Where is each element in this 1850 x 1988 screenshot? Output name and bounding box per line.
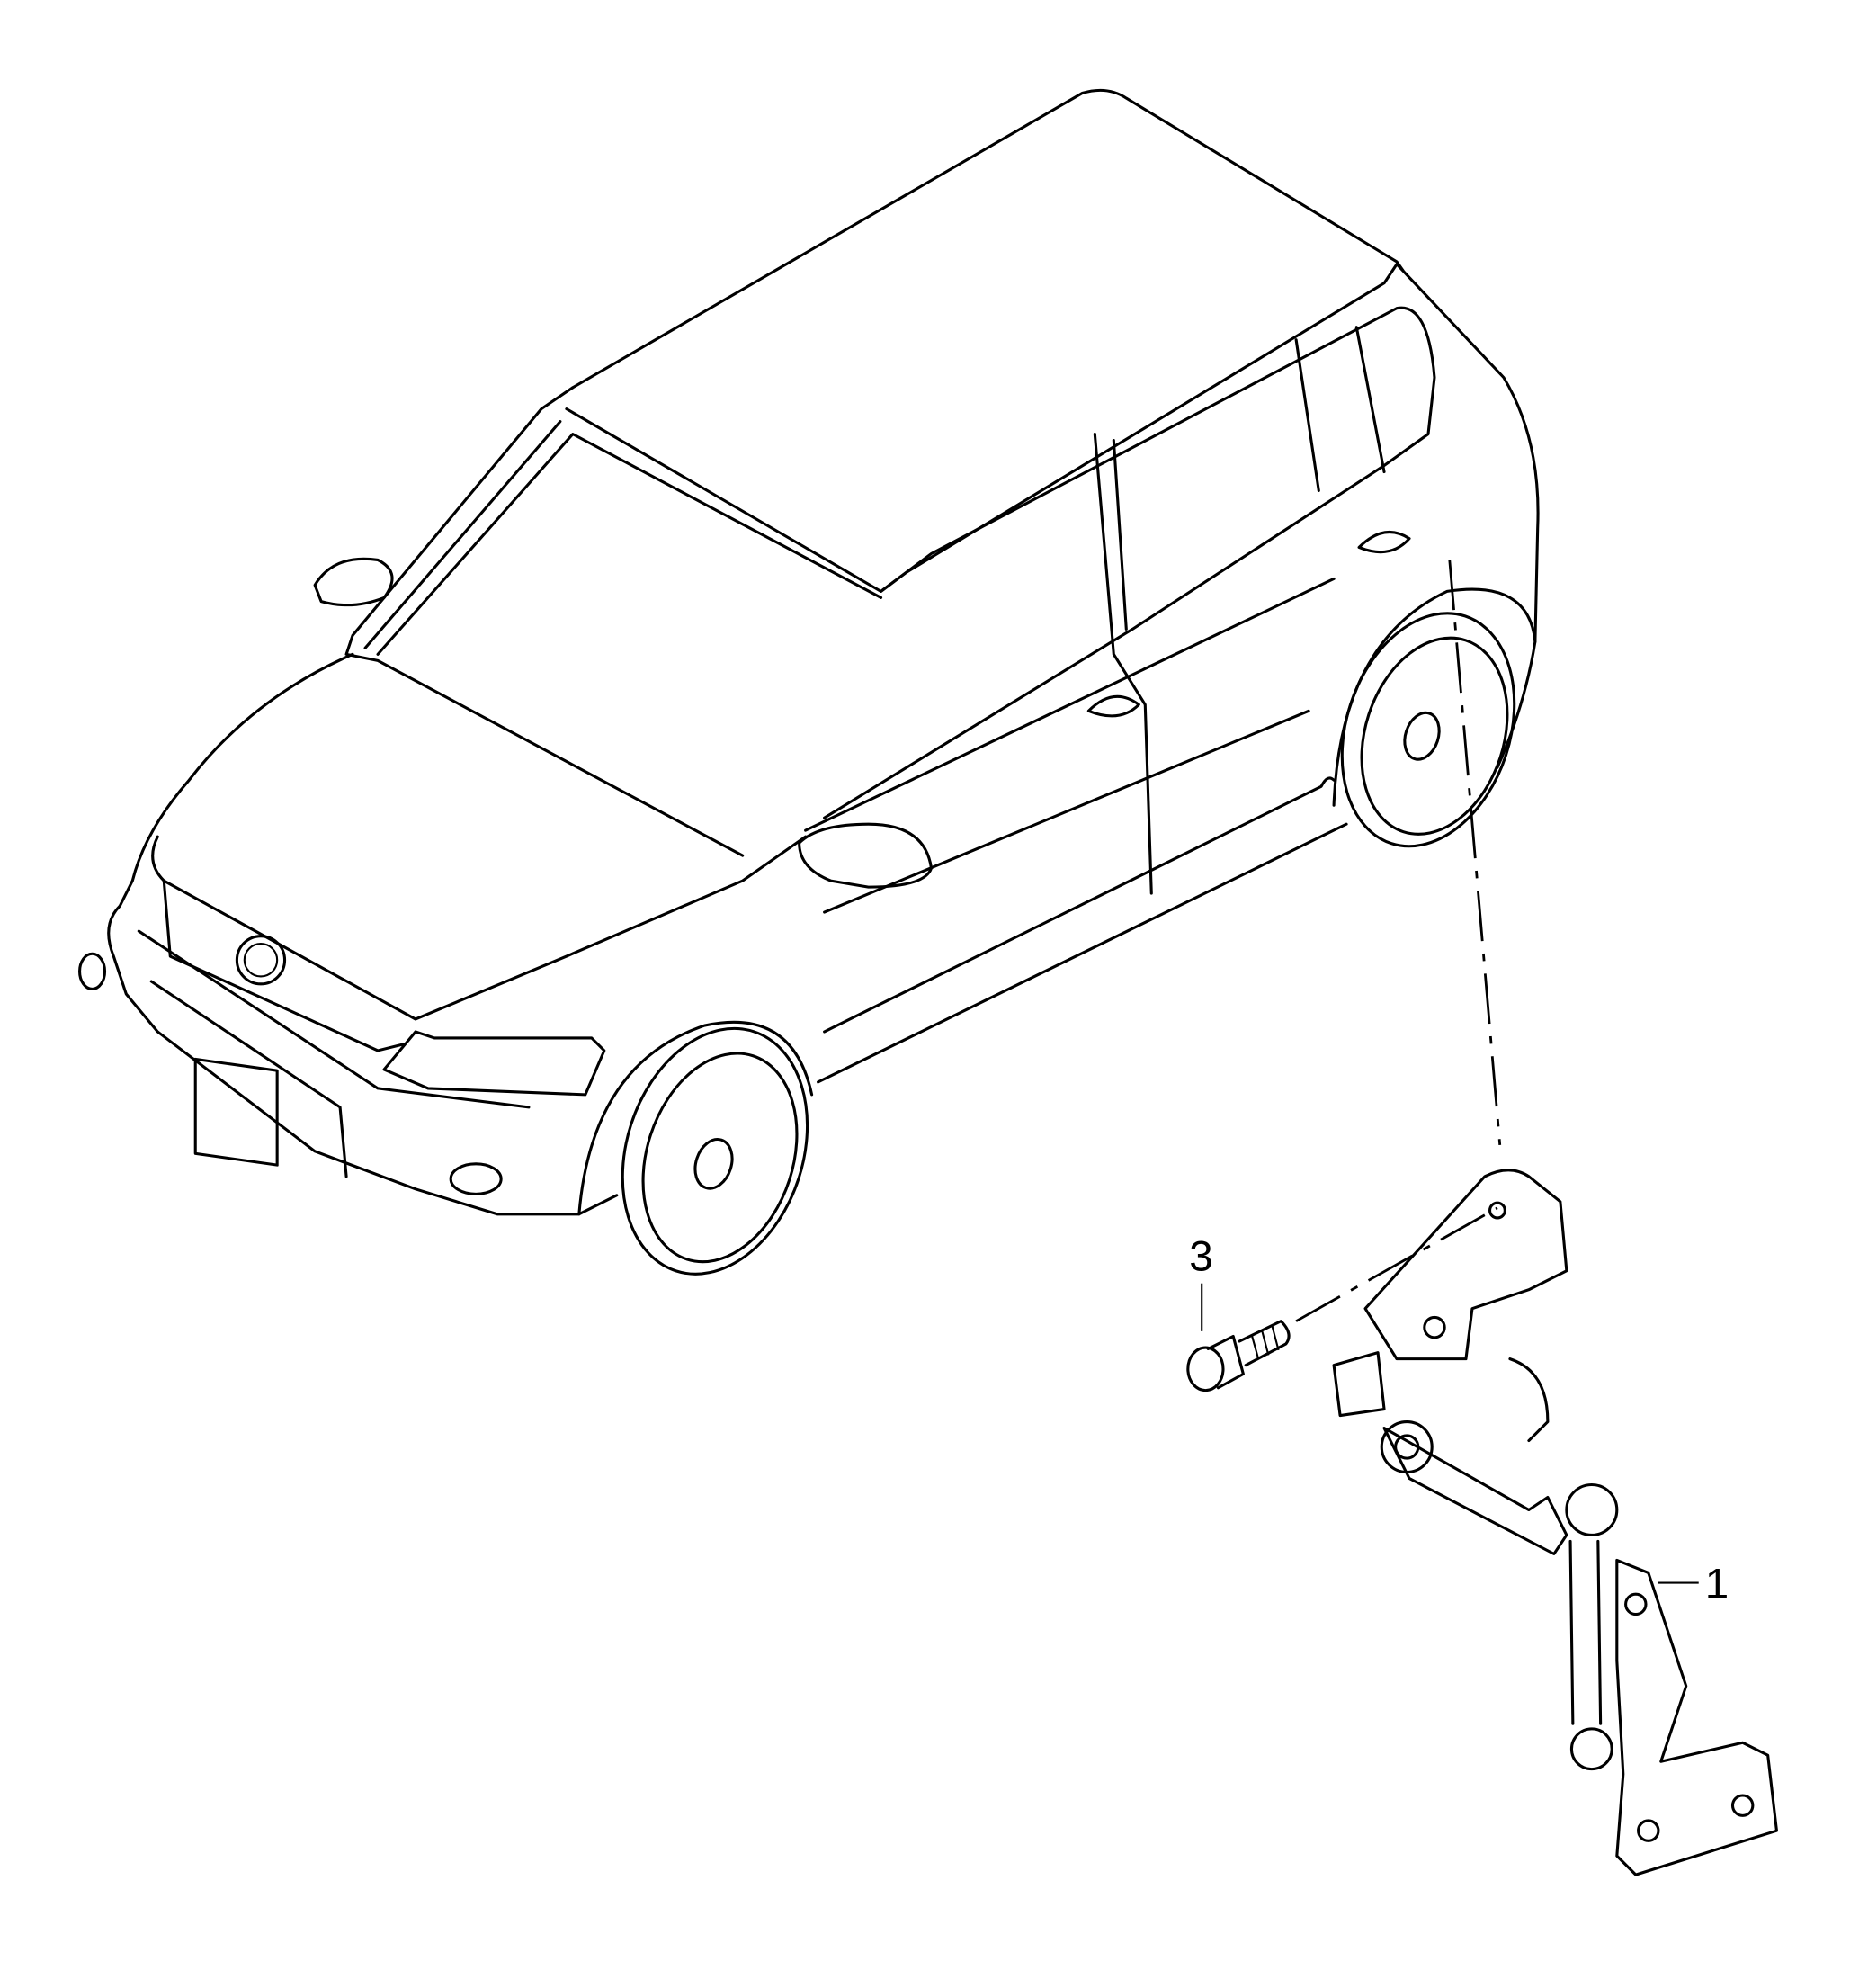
bolt-alignment-line [1295, 1206, 1498, 1322]
vw-logo [235, 935, 287, 986]
mounting-line [1448, 560, 1502, 1145]
front-wheel [621, 1026, 809, 1276]
callout-1: 1 [1658, 1560, 1729, 1607]
callout-number: 1 [1705, 1560, 1729, 1607]
side-mirror [798, 822, 934, 889]
vehicle-illustration [78, 88, 1540, 1276]
fog-light-right [449, 1162, 503, 1195]
license-plate [193, 1057, 279, 1167]
callout-number: 3 [1189, 1233, 1212, 1281]
level-sensor-part [1332, 1169, 1778, 1876]
fog-light-left [78, 952, 107, 990]
callout-3: 3 [1189, 1233, 1213, 1331]
bolt-part [1186, 1320, 1291, 1392]
rear-wheel [1340, 612, 1516, 848]
